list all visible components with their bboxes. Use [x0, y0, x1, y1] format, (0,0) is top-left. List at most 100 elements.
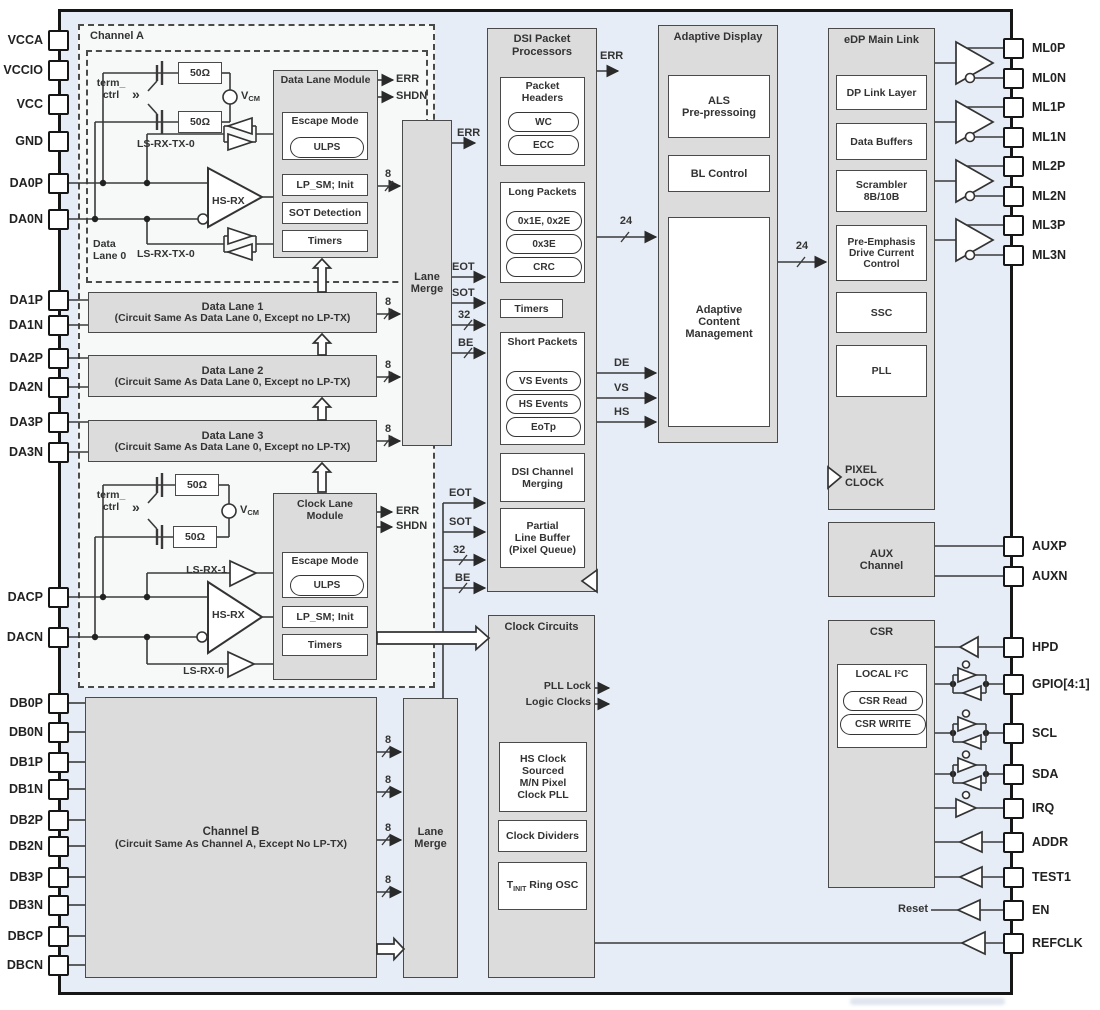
data-lane-3-row: Data Lane 3 (Circuit Same As Data Lane 0… — [88, 420, 377, 462]
data-lane-3-title: Data Lane 3 — [201, 429, 264, 442]
pin-label-da0p: DA0P — [9, 176, 43, 190]
ls-rx-1-label: LS-RX-1 — [186, 564, 227, 576]
reset-label: Reset — [898, 903, 928, 915]
clock-circuits-title: Clock Circuits — [504, 621, 579, 633]
pin-test1 — [1003, 866, 1024, 888]
hs-rx-label-1: HS-RX — [212, 195, 245, 207]
be-label-b: BE — [455, 572, 471, 584]
clm-err-label: ERR — [396, 505, 420, 517]
de-label: DE — [614, 357, 630, 369]
dsi-0x3e-pill: 0x3E — [506, 234, 582, 254]
pin-ml1p — [1003, 96, 1024, 118]
pin-label-auxp: AUXP — [1032, 539, 1067, 553]
pin-label-dacp: DACP — [7, 590, 43, 604]
adaptive-display-title: Adaptive Display — [673, 31, 763, 43]
pin-label-vccio: VCCIO — [3, 63, 43, 77]
pin-label-vcca: VCCA — [7, 33, 43, 47]
pin-label-gnd: GND — [15, 134, 43, 148]
ls-rx-0-label: LS-RX-0 — [183, 665, 224, 677]
pin-label-db0n: DB0N — [8, 725, 43, 739]
dlm-escape-title: Escape Mode — [291, 115, 359, 127]
channel-b-sub: (Circuit Same As Channel A, Except No LP… — [114, 837, 347, 850]
term-ctrl-chevrons-2: » — [132, 499, 140, 515]
resistor-50ohm-3: 50Ω — [175, 474, 219, 496]
vcm-label-1: VCM — [241, 90, 261, 103]
pin-db3p — [48, 866, 69, 888]
dlm-shdn-label: SHDN — [396, 90, 428, 102]
pin-label-da2p: DA2P — [9, 351, 43, 365]
be-label-a: BE — [458, 337, 474, 349]
pin-label-en: EN — [1032, 903, 1050, 917]
bus32-label-a: 32 — [458, 309, 471, 321]
pin-label-irq: IRQ — [1032, 801, 1055, 815]
bus8-label-chb-2: 8 — [384, 774, 392, 786]
ssc-box: SSC — [836, 292, 927, 333]
dlm-timers-box: Timers — [282, 230, 368, 252]
pin-db2n — [48, 835, 69, 857]
tinit-ring-osc-label: TINIT Ring OSC — [506, 878, 579, 894]
logic-clocks-label: Logic Clocks — [525, 696, 591, 708]
hs-label: HS — [614, 406, 630, 418]
bl-control-box: BL Control — [668, 155, 770, 192]
hs-rx-label-2: HS-RX — [212, 609, 245, 621]
clm-shdn-label: SHDN — [396, 520, 428, 532]
pin-label-ml0p: ML0P — [1032, 41, 1066, 55]
csr-block — [828, 620, 935, 888]
pin-gnd — [48, 130, 69, 152]
pin-label-da0n: DA0N — [8, 212, 43, 226]
pin-label-gpio-4-1-: GPIO[4:1] — [1032, 677, 1090, 691]
pin-scl — [1003, 722, 1024, 744]
pin-vccio — [48, 59, 69, 81]
als-preprocessing-box: ALS Pre-pressoing — [668, 75, 770, 138]
pin-da3p — [48, 411, 69, 433]
data-lane-2-row: Data Lane 2 (Circuit Same As Data Lane 0… — [88, 355, 377, 397]
pin-ml3n — [1003, 244, 1024, 266]
aux-channel-label: AUX Channel — [859, 547, 904, 572]
resistor-50ohm-2: 50Ω — [178, 111, 222, 133]
pin-auxp — [1003, 535, 1024, 557]
pin-da1p — [48, 289, 69, 311]
dlm-sot-detection-box: SOT Detection — [282, 202, 368, 224]
scrambler-label: Scrambler 8B/10B — [855, 179, 908, 203]
pin-label-dacn: DACN — [6, 630, 43, 644]
dsi-err-label: ERR — [600, 50, 624, 62]
term-ctrl-label-1: term_ ctrl — [96, 77, 126, 101]
dsi-partial-line-buffer-box: Partial Line Buffer (Pixel Queue) — [500, 508, 585, 568]
pin-ml0p — [1003, 37, 1024, 59]
pin-en — [1003, 899, 1024, 921]
pin-da3n — [48, 441, 69, 463]
pin-db1n — [48, 778, 69, 800]
dsi-wc-pill: WC — [508, 112, 579, 132]
aux-channel: AUX Channel — [828, 522, 935, 597]
pin-label-ml3p: ML3P — [1032, 218, 1066, 232]
pin-label-da1n: DA1N — [8, 318, 43, 332]
pin-da2n — [48, 376, 69, 398]
dsi-0x1e-0x2e-pill: 0x1E, 0x2E — [506, 211, 582, 231]
dsi-vs-events-pill: VS Events — [506, 371, 581, 391]
pin-refclk — [1003, 932, 1024, 954]
pin-label-db2p: DB2P — [9, 813, 43, 827]
pin-label-dbcp: DBCP — [7, 929, 43, 943]
pin-vcc — [48, 93, 69, 115]
pin-label-addr: ADDR — [1032, 835, 1069, 849]
bus24-label-1: 24 — [619, 215, 633, 227]
pin-db2p — [48, 809, 69, 831]
clock-dividers-box: Clock Dividers — [498, 820, 587, 852]
pin-gpio-4-1- — [1003, 673, 1024, 695]
pre-emphasis-label: Pre-Emphasis Drive Current Control — [847, 236, 916, 270]
local-i2c-title: LOCAL I²C — [855, 668, 909, 680]
pin-da0p — [48, 172, 69, 194]
tinit-ring-osc-box: TINIT Ring OSC — [498, 862, 587, 910]
pin-label-db0p: DB0P — [9, 696, 43, 710]
pin-da1n — [48, 314, 69, 336]
hs-clock-pll-box: HS Clock Sourced M/N Pixel Clock PLL — [499, 742, 587, 812]
pin-label-refclk: REFCLK — [1032, 936, 1083, 950]
data-lane-0-label: Data Lane 0 — [93, 238, 127, 262]
vcm-label-2: VCM — [240, 504, 260, 517]
sot-label-b: SOT — [449, 516, 472, 528]
pin-db0p — [48, 692, 69, 714]
dsi-ecc-pill: ECC — [508, 135, 579, 155]
data-lane-1-row: Data Lane 1 (Circuit Same As Data Lane 0… — [88, 292, 377, 333]
bus8-label-lane3: 8 — [384, 423, 392, 435]
